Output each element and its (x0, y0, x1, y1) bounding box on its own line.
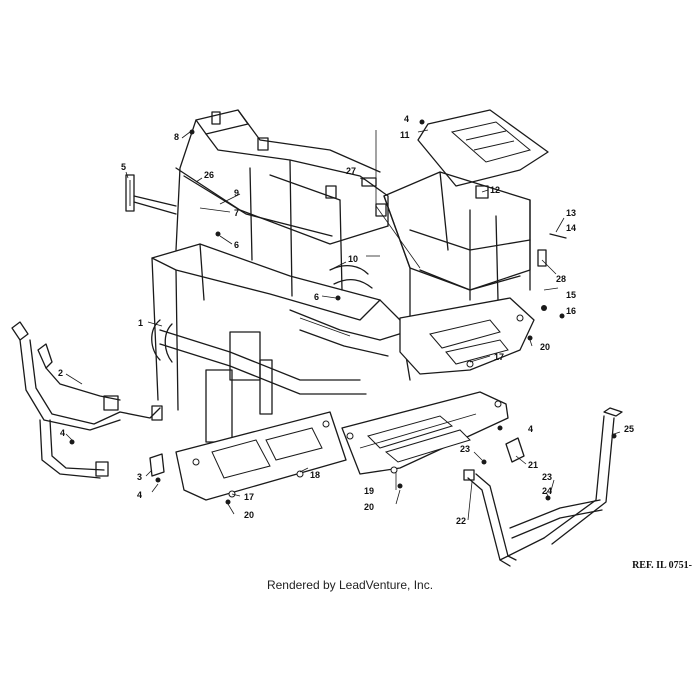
callout-4: 4 (404, 114, 409, 124)
leader-lines (65, 129, 621, 521)
callout-labels: 1 2 3 4 4 4 4 5 6 6 7 8 9 10 11 12 13 14… (58, 114, 634, 526)
callout-24: 24 (542, 486, 552, 496)
callout-28: 28 (556, 274, 566, 284)
callout-26: 26 (204, 170, 214, 180)
callout-25: 25 (624, 424, 634, 434)
callout-23: 23 (542, 472, 552, 482)
reference-code: REF. IL 0751- (632, 560, 692, 571)
callout-6: 6 (314, 292, 319, 302)
callout-4: 4 (137, 490, 142, 500)
callout-23: 23 (460, 444, 470, 454)
part-5-side-bracket (125, 174, 177, 215)
callout-8: 8 (174, 132, 179, 142)
callout-18: 18 (310, 470, 320, 480)
middle-frame (151, 243, 501, 443)
callout-7: 7 (234, 208, 239, 218)
callout-10: 10 (348, 254, 358, 264)
callout-17: 17 (244, 492, 254, 502)
part-18-left-floor-pan (175, 411, 347, 501)
callout-5: 5 (121, 162, 126, 172)
callout-14: 14 (566, 223, 576, 233)
callout-27: 27 (346, 166, 356, 176)
callout-12: 12 (490, 185, 500, 195)
callout-22: 22 (456, 516, 466, 526)
callout-4: 4 (60, 428, 65, 438)
callout-9: 9 (234, 188, 239, 198)
callout-20: 20 (244, 510, 254, 520)
callout-11: 11 (400, 130, 410, 140)
upper-front-frame (175, 109, 389, 297)
callout-21: 21 (528, 460, 538, 470)
callout-19: 19 (364, 486, 374, 496)
part-11-top-plate (417, 109, 549, 187)
callout-16: 16 (566, 306, 576, 316)
footer-credit: Rendered by LeadVenture, Inc. (266, 578, 434, 592)
callout-4: 4 (528, 424, 533, 434)
fasteners (69, 119, 617, 505)
part-2-front-tube (11, 321, 163, 479)
part-22-rear-frame (463, 407, 623, 567)
part-17-right-floor-pan (399, 297, 535, 375)
part-21-bracket (505, 437, 525, 463)
callout-15: 15 (566, 290, 576, 300)
part-19-center-floor-pan (341, 391, 509, 475)
upper-rear-frame (383, 171, 567, 361)
callout-13: 13 (566, 208, 576, 218)
part-3-bracket (149, 453, 165, 477)
callout-1: 1 (138, 318, 143, 328)
callout-3: 3 (137, 472, 142, 482)
callout-20: 20 (364, 502, 374, 512)
callout-6: 6 (234, 240, 239, 250)
callout-2: 2 (58, 368, 63, 378)
callout-17: 17 (494, 352, 504, 362)
callout-20: 20 (540, 342, 550, 352)
